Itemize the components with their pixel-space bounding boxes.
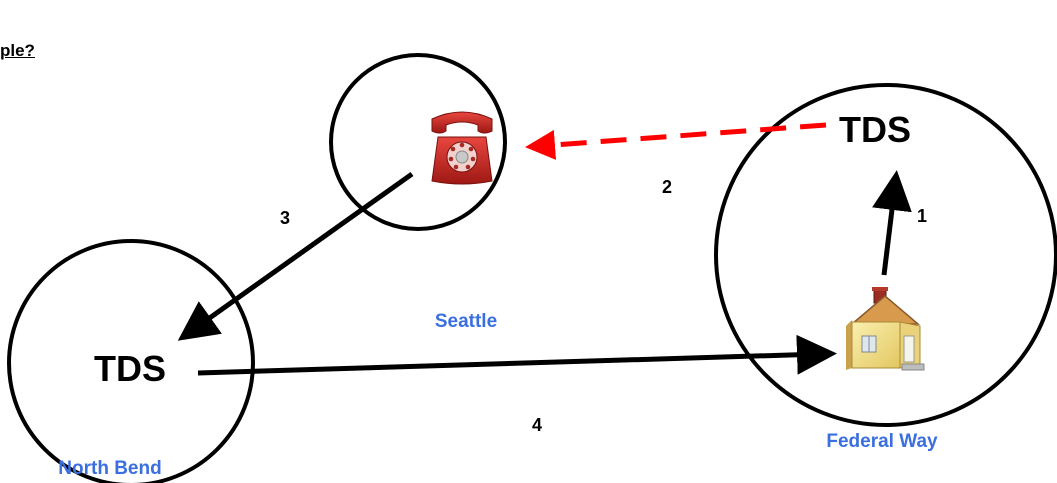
seattle-label: Seattle [435, 311, 497, 332]
step-label-4: 4 [532, 415, 542, 435]
arrow-step-2 [525, 122, 827, 160]
north-bend-circle [7, 239, 255, 483]
arrow-step-4 [197, 334, 837, 376]
north-bend-tds-label: TDS [94, 348, 166, 389]
arrow-step-1 [872, 170, 912, 276]
seattle-circle [329, 53, 507, 231]
telephone-icon [431, 111, 493, 185]
arrow-step-3 [177, 171, 414, 341]
federal-way-label: Federal Way [826, 431, 938, 452]
federal-way-circle [714, 83, 1057, 427]
step-label-3: 3 [280, 208, 290, 228]
north-bend-label: North Bend [58, 458, 161, 479]
federal-way-tds-label: TDS [839, 109, 911, 150]
step-label-2: 2 [662, 177, 672, 197]
house-icon [846, 287, 925, 371]
step-label-1: 1 [917, 206, 927, 226]
heading-fragment: ple? [0, 41, 35, 60]
